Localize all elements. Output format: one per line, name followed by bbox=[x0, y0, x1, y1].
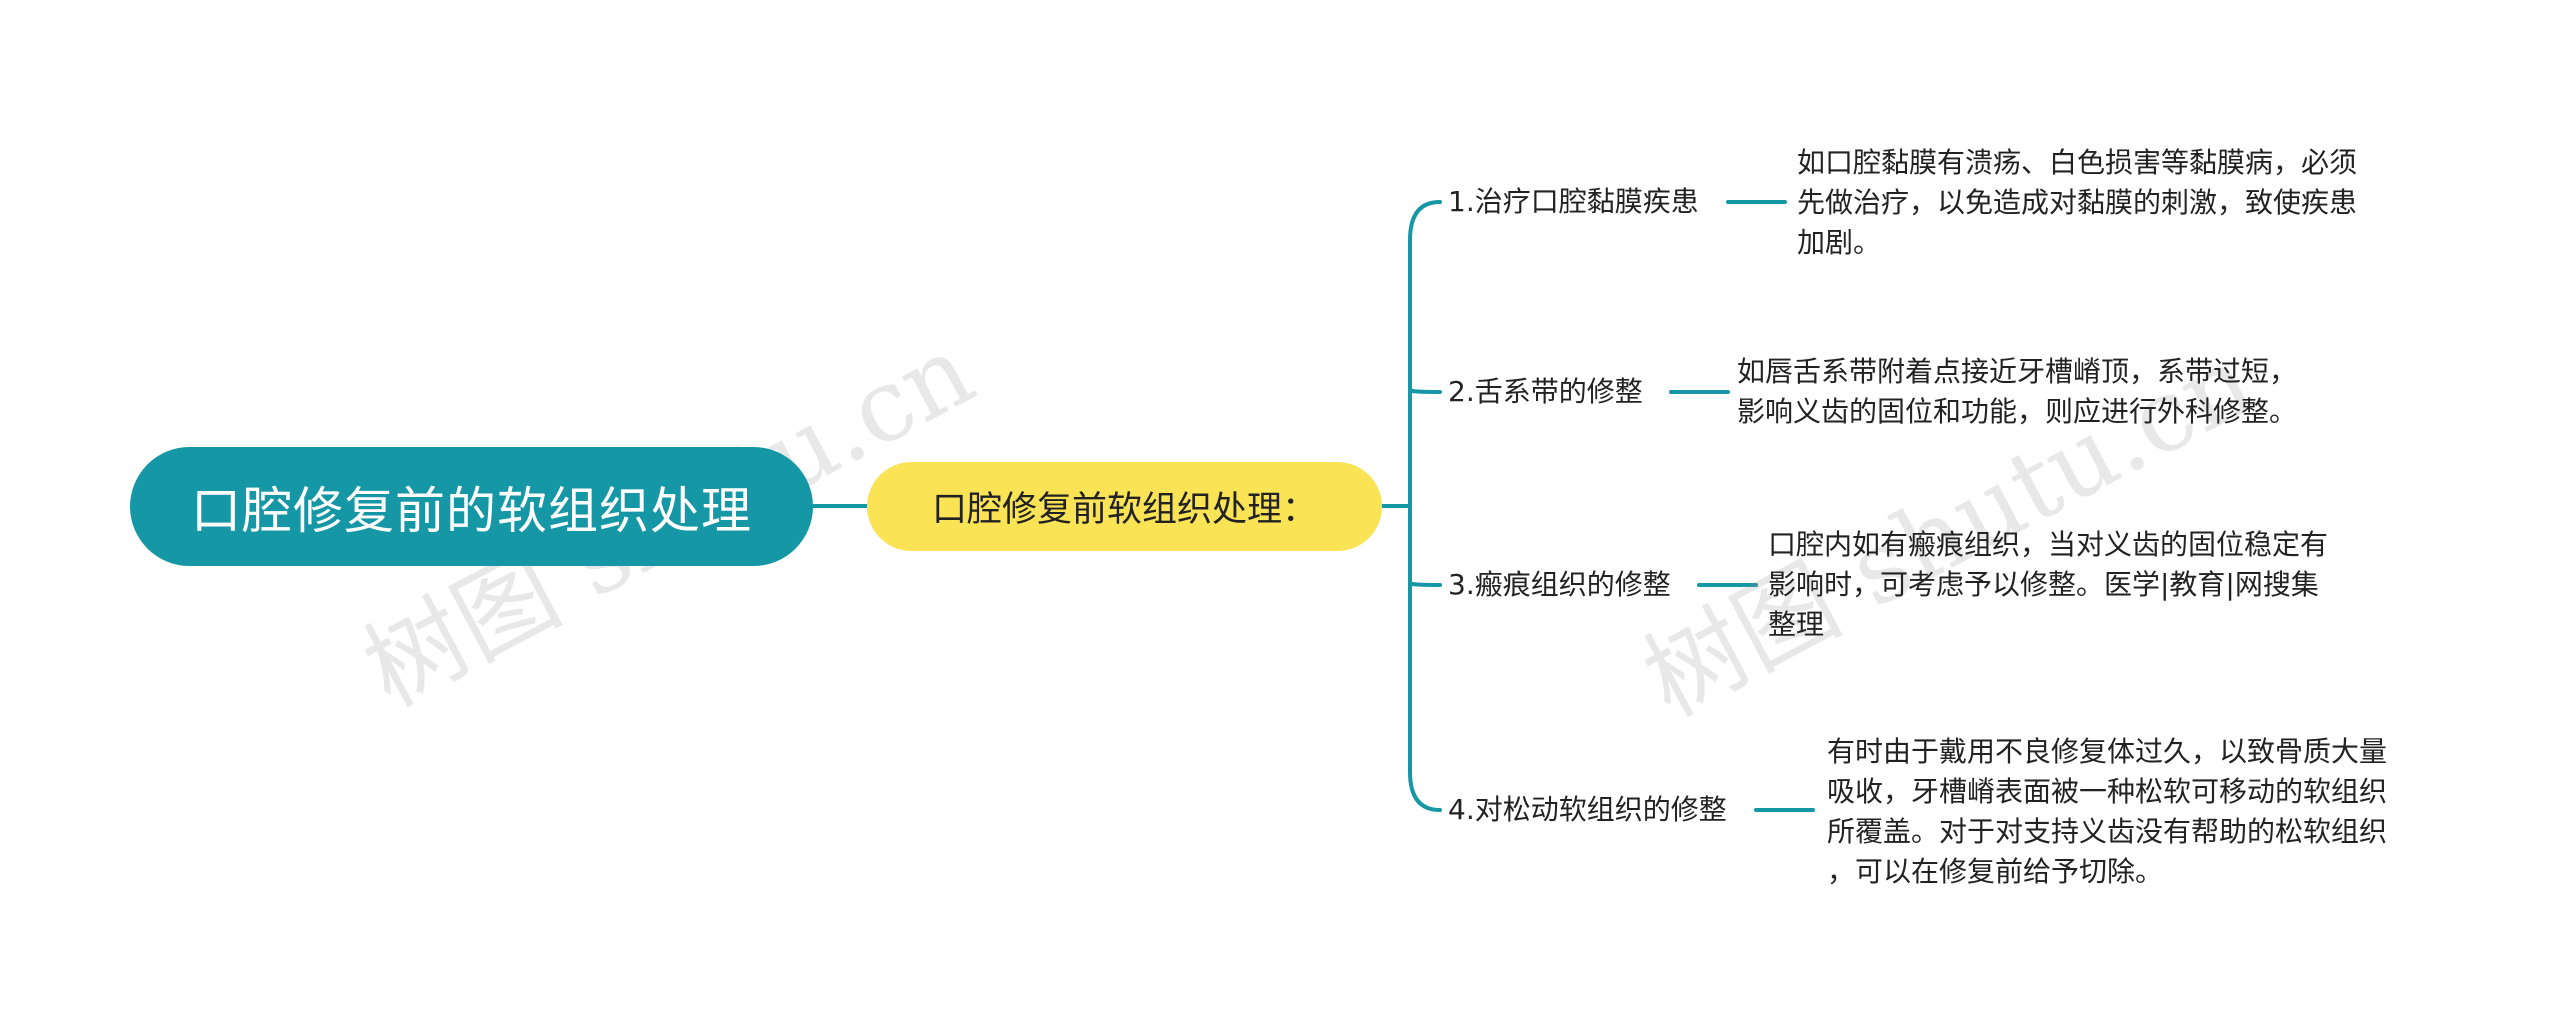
detail-node-2[interactable]: 如唇舌系带附着点接近牙槽嵴顶，系带过短， 影响义齿的固位和功能，则应进行外科修整… bbox=[1737, 352, 2297, 432]
detail-line: 有时由于戴用不良修复体过久，以致骨质大量 bbox=[1827, 735, 2388, 768]
branch-connector-3 bbox=[1408, 581, 1442, 587]
trunk-connector bbox=[1408, 200, 1442, 812]
detail-line: 先做治疗，以免造成对黏膜的刺激，致使疾患 bbox=[1797, 186, 2358, 219]
detail-line: 口腔内如有瘢痕组织，当对义齿的固位稳定有 bbox=[1768, 528, 2329, 561]
root-node-label: 口腔修复前的软组织处理 bbox=[191, 481, 752, 540]
detail-line: 加剧。 bbox=[1797, 226, 1882, 259]
subtopic-node[interactable]: 口腔修复前软组织处理： bbox=[867, 462, 1382, 551]
detail-line: 影响时，可考虑予以修整。医学|教育|网搜集 bbox=[1768, 568, 2319, 601]
branch-node-2[interactable]: 2.舌系带的修整 bbox=[1448, 375, 1643, 408]
detail-line: ，可以在修复前给予切除。 bbox=[1827, 855, 2164, 888]
detail-line: 如唇舌系带附着点接近牙槽嵴顶，系带过短， bbox=[1737, 355, 2298, 388]
detail-node-3[interactable]: 口腔内如有瘢痕组织，当对义齿的固位稳定有 影响时，可考虑予以修整。医学|教育|网… bbox=[1768, 525, 2328, 645]
branch-connector-2 bbox=[1408, 388, 1442, 394]
detail-line: 整理 bbox=[1768, 608, 1825, 641]
branch-node-1[interactable]: 1.治疗口腔黏膜疾患 bbox=[1448, 185, 1699, 218]
root-node[interactable]: 口腔修复前的软组织处理 bbox=[130, 447, 813, 566]
detail-line: 吸收，牙槽嵴表面被一种松软可移动的软组织 bbox=[1827, 775, 2388, 808]
detail-node-1[interactable]: 如口腔黏膜有溃疡、白色损害等黏膜病，必须 先做治疗，以免造成对黏膜的刺激，致使疾… bbox=[1797, 143, 2357, 263]
branch-node-4[interactable]: 4.对松动软组织的修整 bbox=[1448, 793, 1727, 826]
detail-line: 影响义齿的固位和功能，则应进行外科修整。 bbox=[1737, 395, 2298, 428]
branch-node-3[interactable]: 3.瘢痕组织的修整 bbox=[1448, 568, 1671, 601]
detail-node-4[interactable]: 有时由于戴用不良修复体过久，以致骨质大量 吸收，牙槽嵴表面被一种松软可移动的软组… bbox=[1827, 732, 2387, 892]
detail-line: 如口腔黏膜有溃疡、白色损害等黏膜病，必须 bbox=[1797, 146, 2358, 179]
detail-line: 所覆盖。对于对支持义齿没有帮助的松软组织 bbox=[1827, 815, 2388, 848]
subtopic-node-label: 口腔修复前软组织处理： bbox=[931, 490, 1317, 530]
